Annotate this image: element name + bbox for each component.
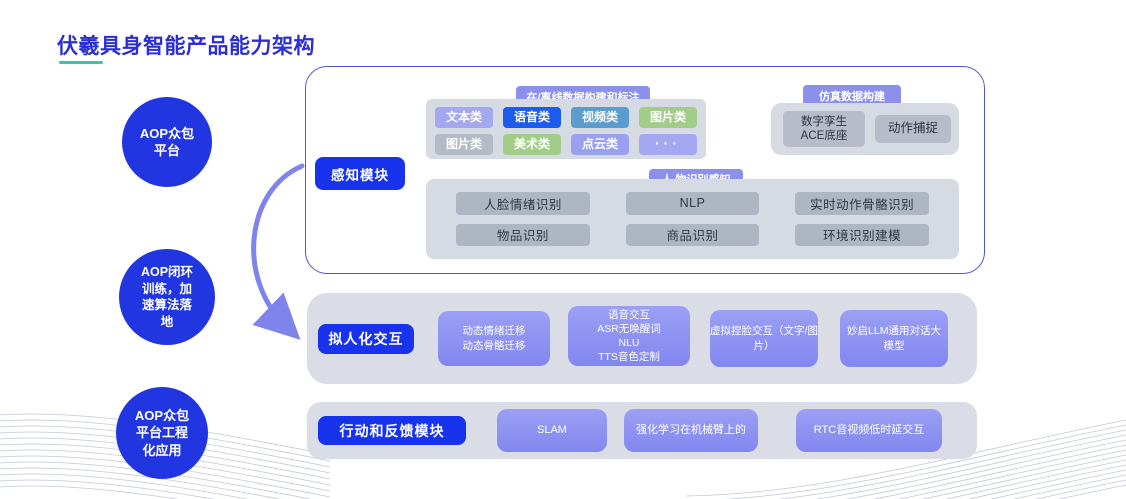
reinforcement-learning-item: 强化学习在机械臂上的 bbox=[624, 409, 758, 452]
recognition-group: 人脸情绪识别 NLP 实时动作骨骼识别 物品识别 商品识别 环境识别建模 bbox=[426, 179, 959, 259]
circle-aop-crowdsource-platform: AOP众包 平台 bbox=[122, 97, 212, 187]
emotion-skeleton-transfer-item: 动态情绪迁移 动态骨骼迁移 bbox=[438, 311, 550, 366]
action-module-box: 行动和反馈模块 SLAM 强化学习在机械臂上的 RTC音视频低时延交互 bbox=[307, 402, 977, 459]
realtime-skeleton-cell: 实时动作骨骼识别 bbox=[795, 192, 929, 215]
perception-module-box: 感知模块 在/离线数据构建和标注 文本类 语音类 视频类 图片类 图片类 美术类… bbox=[305, 66, 985, 274]
page-title: 伏羲具身智能产品能力架构 bbox=[57, 35, 315, 58]
tag-pointcloud: 点云类 bbox=[571, 134, 629, 155]
circle-aop-closed-loop-training: AOP闭环 训练，加 速算法落 地 bbox=[119, 249, 215, 345]
tag-text: 文本类 bbox=[435, 107, 493, 128]
motion-capture-item: 动作捕捉 bbox=[875, 115, 951, 143]
tag-image-2: 图片类 bbox=[435, 134, 493, 155]
product-recognition-cell: 商品识别 bbox=[625, 223, 760, 246]
rtc-low-latency-item: RTC音视频低时延交互 bbox=[796, 409, 942, 452]
face-emotion-cell: 人脸情绪识别 bbox=[456, 192, 590, 215]
tag-video: 视频类 bbox=[571, 107, 629, 128]
circle-label: AOP众包 平台工程 化应用 bbox=[134, 408, 190, 458]
data-type-tag-group: 文本类 语音类 视频类 图片类 图片类 美术类 点云类 ··· bbox=[426, 99, 706, 159]
title-underline bbox=[59, 61, 103, 64]
action-module-button: 行动和反馈模块 bbox=[318, 416, 466, 445]
simulation-data-header: 仿真数据构建 bbox=[803, 85, 901, 106]
circle-label: AOP众包 平台 bbox=[139, 125, 195, 158]
llm-dialog-model-item: 妙启LLM通用对话大 模型 bbox=[840, 310, 948, 367]
flow-arrow bbox=[251, 163, 305, 340]
simulation-data-group: 数字孪生 ACE底座 动作捕捉 bbox=[771, 103, 959, 155]
virtual-face-item: 虚拟捏脸交互（文字/图 片） bbox=[710, 310, 818, 367]
tag-image: 图片类 bbox=[639, 107, 697, 128]
tag-art: 美术类 bbox=[503, 134, 561, 155]
voice-interaction-item: 语音交互 ASR无唤醒词 NLU TTS音色定制 bbox=[568, 306, 690, 366]
nlp-cell: NLP bbox=[625, 192, 760, 215]
object-recognition-cell: 物品识别 bbox=[456, 223, 590, 246]
digital-twin-ace-item: 数字孪生 ACE底座 bbox=[783, 111, 865, 147]
perception-module-button: 感知模块 bbox=[315, 157, 405, 190]
interaction-module-button: 拟人化交互 bbox=[318, 324, 414, 354]
tag-ellipsis: ··· bbox=[639, 134, 697, 155]
tag-speech: 语音类 bbox=[503, 107, 561, 128]
circle-aop-engineering-application: AOP众包 平台工程 化应用 bbox=[116, 387, 208, 479]
interaction-module-box: 拟人化交互 动态情绪迁移 动态骨骼迁移 语音交互 ASR无唤醒词 NLU TTS… bbox=[307, 293, 977, 384]
circle-label: AOP闭环 训练，加 速算法落 地 bbox=[140, 265, 194, 329]
slam-item: SLAM bbox=[497, 409, 607, 452]
environment-modeling-cell: 环境识别建模 bbox=[795, 223, 929, 246]
